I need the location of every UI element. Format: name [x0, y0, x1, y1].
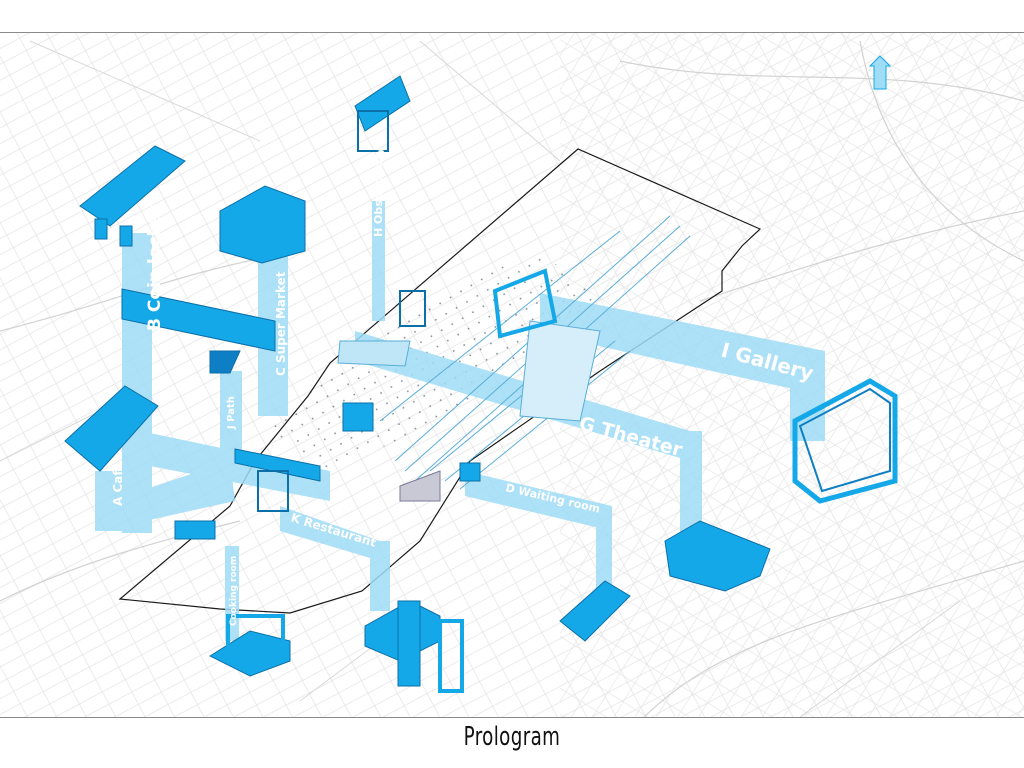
prologram-axonometric: B Coin locker C Super Market H Observato… — [0, 33, 1024, 717]
diagram-frame: B Coin locker C Super Market H Observato… — [0, 32, 1024, 718]
label-j: J Path — [226, 396, 237, 430]
label-c: C Super Market — [274, 271, 288, 376]
station-structures — [337, 215, 691, 502]
program-buildings — [64, 75, 898, 693]
label-h: H Observatory — [372, 147, 385, 237]
diagram-caption: Prologram — [463, 722, 561, 752]
label-e: Cooking room — [229, 556, 239, 626]
city-map — [0, 33, 1024, 717]
label-a: A Cafe — [111, 462, 125, 506]
north-arrow-icon — [868, 55, 892, 90]
label-b: B Coin locker — [145, 205, 165, 331]
